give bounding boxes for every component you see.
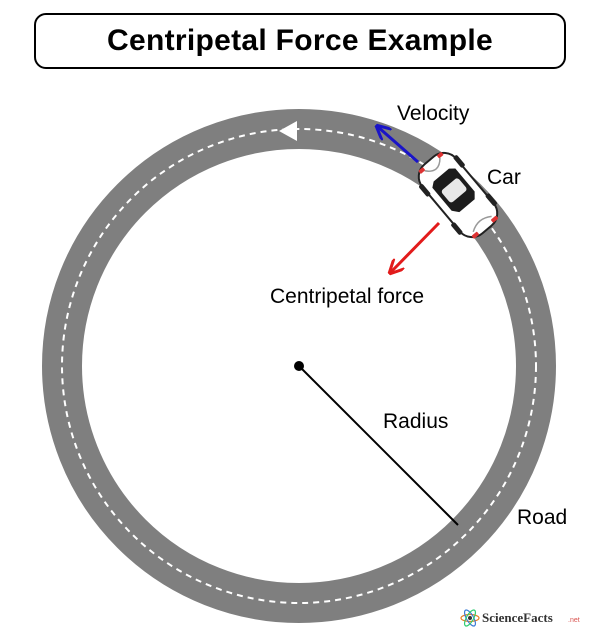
brand-name: ScienceFacts	[482, 610, 553, 625]
centripetal-force-label: Centripetal force	[270, 285, 424, 308]
velocity-arrow	[378, 127, 419, 164]
car-top-view-icon	[417, 151, 499, 239]
radius-line	[298, 365, 459, 526]
road-label: Road	[517, 506, 567, 529]
car-label: Car	[487, 166, 521, 189]
velocity-label: Velocity	[397, 102, 470, 125]
center-point	[294, 361, 304, 371]
atom-logo-icon	[460, 609, 480, 627]
diagram-title: Centripetal Force Example	[107, 24, 493, 57]
brand-suffix: .net	[568, 617, 580, 624]
lane-marking	[61, 128, 537, 604]
radius-label: Radius	[383, 410, 448, 433]
direction-arrow-icon	[279, 121, 297, 141]
centripetal-force-arrow	[391, 221, 441, 272]
title-box: Centripetal Force Example	[34, 13, 566, 69]
